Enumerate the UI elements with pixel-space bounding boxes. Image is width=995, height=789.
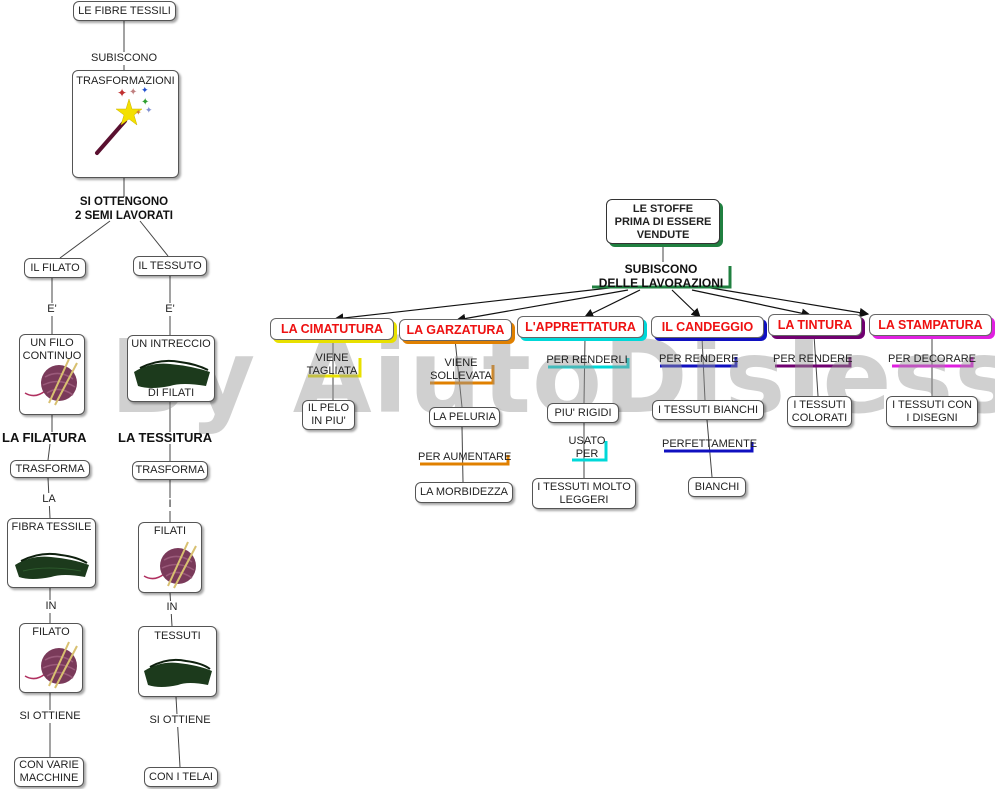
svg-text:✦: ✦ — [145, 105, 153, 115]
label-viene-sollevata: VIENE SOLLEVATA — [430, 357, 492, 382]
category-stampatura[interactable]: LA STAMPATURA — [869, 314, 992, 336]
node-fibra-tessile[interactable]: FIBRA TESSILE — [7, 518, 96, 588]
label-si-ottengono: SI OTTENGONO 2 SEMI LAVORATI — [75, 196, 173, 222]
magic-wand-icon: ✦ ✦ ✦ ✦ ✦ ✦ — [95, 87, 153, 155]
category-garzatura[interactable]: LA GARZATURA — [399, 319, 512, 341]
category-cimatutura[interactable]: LA CIMATUTURA — [270, 318, 394, 340]
node-il-filato[interactable]: IL FILATO — [24, 258, 86, 278]
node-bianchi[interactable]: BIANCHI — [688, 477, 746, 497]
label-e-filato: E' — [44, 303, 60, 316]
node-tessuti-colorati[interactable]: I TESSUTI COLORATI — [787, 396, 852, 427]
label-in-tessuto: IN — [163, 601, 181, 614]
node-trasformazioni[interactable]: TRASFORMAZIONI ✦ ✦ ✦ ✦ ✦ ✦ — [72, 70, 179, 178]
category-tintura[interactable]: LA TINTURA — [768, 314, 862, 336]
yarn-ball-icon — [143, 541, 197, 589]
node-un-intreccio-top: UN INTRECCIO — [131, 338, 211, 350]
fabric-roll-icon — [15, 552, 89, 579]
yarn-ball-icon — [24, 641, 78, 689]
node-tessuti[interactable]: TESSUTI — [138, 626, 217, 697]
node-trasforma-filato[interactable]: TRASFORMA — [10, 460, 90, 478]
category-apprettatura[interactable]: L'APPRETTATURA — [517, 316, 644, 338]
node-un-intreccio-bottom: DI FILATI — [147, 387, 195, 399]
svg-text:✦: ✦ — [129, 87, 137, 98]
node-la-peluria[interactable]: LA PELURIA — [429, 407, 500, 427]
node-tessuti-leggeri[interactable]: I TESSUTI MOLTO LEGGERI — [532, 478, 636, 509]
node-un-filo-continuo[interactable]: UN FILO CONTINUO — [19, 334, 85, 415]
label-la: LA — [40, 493, 58, 506]
yarn-ball-icon — [24, 358, 78, 406]
node-la-morbidezza[interactable]: LA MORBIDEZZA — [415, 482, 513, 503]
label-subiscono: SUBISCONO — [88, 52, 160, 65]
node-le-stoffe[interactable]: LE STOFFE PRIMA DI ESSERE VENDUTE — [606, 199, 720, 244]
label-si-ottiene-tessuto: SI OTTIENE — [145, 714, 215, 727]
node-con-varie-macchine[interactable]: CON VARIE MACCHINE — [14, 757, 84, 787]
label-usato-per: USATO PER — [568, 435, 606, 460]
label-la-tessitura: LA TESSITURA — [118, 430, 213, 445]
node-le-fibre-tessili[interactable]: LE FIBRE TESSILI — [73, 1, 176, 21]
label-e-tessuto: E' — [162, 303, 178, 316]
label-per-decorare: PER DECORARE — [888, 353, 977, 365]
node-il-pelo[interactable]: IL PELO IN PIU' — [302, 400, 355, 430]
node-tessuti-label: TESSUTI — [154, 630, 201, 642]
node-con-i-telai[interactable]: CON I TELAI — [144, 767, 218, 787]
node-tessuti-bianchi[interactable]: I TESSUTI BIANCHI — [652, 400, 764, 420]
svg-text:✦: ✦ — [141, 97, 149, 108]
svg-text:✦: ✦ — [141, 87, 149, 95]
label-i: I — [164, 498, 176, 511]
label-la-filatura: LA FILATURA — [2, 430, 87, 445]
label-per-rendere-colorati: PER RENDERE — [773, 353, 853, 365]
node-filati[interactable]: FILATI — [138, 522, 202, 593]
label-per-aumentare: PER AUMENTARE — [418, 451, 512, 463]
node-filato-label: FILATO — [32, 626, 70, 638]
label-in-filato: IN — [42, 600, 60, 613]
category-candeggio[interactable]: IL CANDEGGIO — [651, 316, 764, 338]
node-fibra-tessile-label: FIBRA TESSILE — [11, 521, 92, 533]
label-subiscono-lavorazioni: SUBISCONO DELLE LAVORAZIONI — [598, 262, 724, 290]
svg-text:✦: ✦ — [117, 87, 127, 100]
label-per-renderli: PER RENDERLI — [546, 354, 628, 366]
label-si-ottiene-filato: SI OTTIENE — [17, 710, 83, 723]
svg-text:✦: ✦ — [135, 108, 142, 117]
node-il-tessuto[interactable]: IL TESSUTO — [133, 256, 207, 276]
node-tessuti-disegni[interactable]: I TESSUTI CON I DISEGNI — [886, 396, 978, 427]
label-per-rendere-bianchi: PER RENDERE — [659, 353, 739, 365]
node-piu-rigidi[interactable]: PIU' RIGIDI — [547, 403, 619, 423]
label-perfettamente: PERFETTAMENTE — [662, 438, 758, 450]
node-trasformazioni-label: TRASFORMAZIONI — [76, 75, 175, 87]
node-filati-label: FILATI — [153, 525, 187, 537]
node-un-intreccio[interactable]: UN INTRECCIO DI FILATI — [127, 335, 215, 402]
fabric-roll-icon — [144, 658, 212, 687]
node-trasforma-tessuto[interactable]: TRASFORMA — [132, 461, 208, 480]
node-filato[interactable]: FILATO — [19, 623, 83, 693]
label-viene-tagliata: VIENE TAGLIATA — [306, 352, 358, 377]
fabric-roll-icon — [134, 359, 210, 388]
node-un-filo-label: UN FILO CONTINUO — [22, 337, 82, 362]
